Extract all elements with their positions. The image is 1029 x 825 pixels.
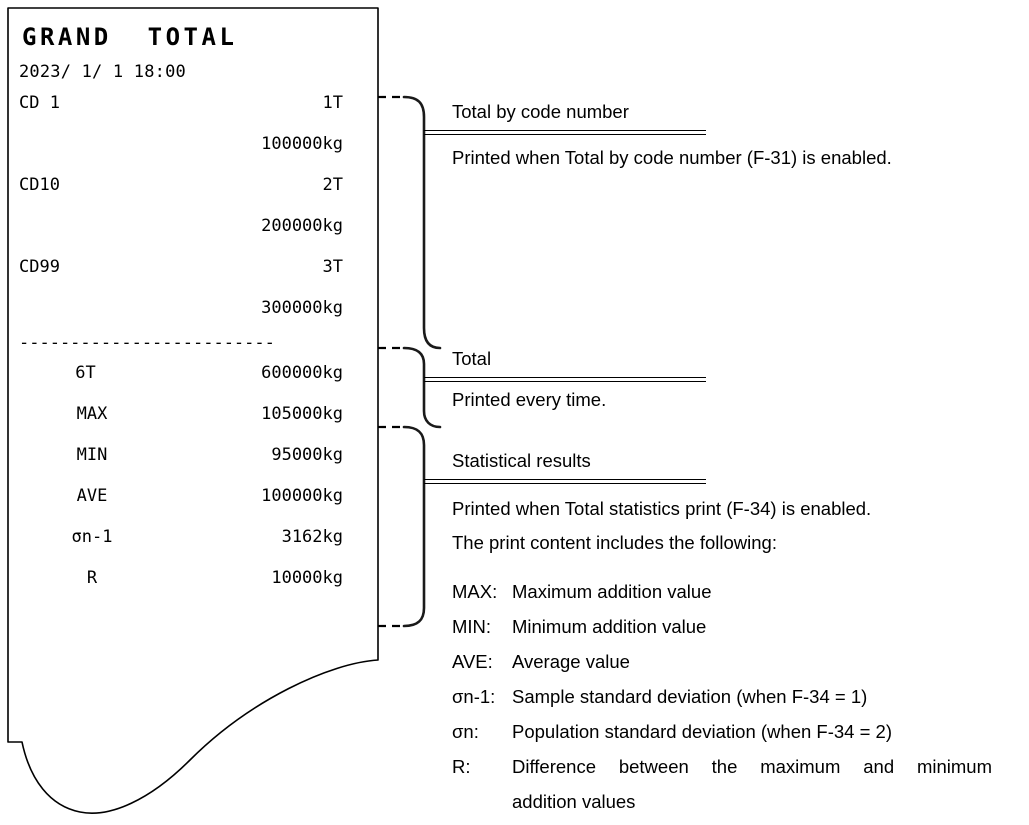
definition-row-sigma-n-1: σn-1: Sample standard deviation (when F-3… — [452, 686, 867, 708]
receipt-content: GRAND TOTAL 2023/ 1/ 1 18:00 CD 1 1T 100… — [8, 8, 378, 599]
definition-row-ave: AVE: Average value — [452, 651, 630, 673]
annotation-rule-statistics — [424, 479, 706, 484]
stat-label: MIN — [76, 445, 108, 465]
definition-description: Difference between the maximum and minim… — [512, 756, 992, 777]
definition-term: MAX: — [452, 581, 498, 602]
annotation-rule-total — [424, 377, 706, 382]
receipt-code-row: CD 1 1T — [8, 83, 378, 124]
receipt-code-row: CD10 2T — [8, 165, 378, 206]
code-count: 1T — [322, 93, 343, 113]
code-label: CD10 — [19, 175, 60, 195]
receipt-stat-row: AVE 100000kg — [8, 476, 378, 517]
receipt-paper-outline — [7, 7, 379, 814]
definition-term: AVE: — [452, 651, 493, 672]
code-weight: 300000kg — [261, 298, 343, 318]
receipt-code-weight-row: 100000kg — [8, 124, 378, 165]
annotation-heading-total: Total — [452, 348, 492, 369]
receipt-stat-row: MIN 95000kg — [8, 435, 378, 476]
receipt-code-weight-row: 200000kg — [8, 206, 378, 247]
definition-continuation-r: addition values — [512, 791, 636, 812]
receipt-code-weight-row: 300000kg — [8, 288, 378, 329]
definition-row-min: MIN: Minimum addition value — [452, 616, 706, 638]
receipt-code-row: CD99 3T — [8, 247, 378, 288]
definition-description: Sample standard deviation (when F-34 = 1… — [512, 686, 868, 707]
definition-description: Average value — [512, 651, 630, 672]
receipt-title: GRAND TOTAL — [22, 23, 238, 51]
stat-value: 10000kg — [271, 568, 343, 588]
stat-label: σn-1 — [71, 527, 113, 547]
definition-description: Maximum addition value — [512, 581, 712, 602]
code-label: CD 1 — [19, 93, 60, 113]
definition-description: Population standard deviation (when F-34… — [512, 721, 892, 742]
receipt-stat-row: σn-1 3162kg — [8, 517, 378, 558]
receipt-total-row: 6T 600000kg — [8, 353, 378, 394]
receipt-figure: GRAND TOTAL 2023/ 1/ 1 18:00 CD 1 1T 100… — [0, 0, 420, 825]
code-count: 3T — [322, 257, 343, 277]
annotation-rule-code-total — [424, 130, 706, 135]
stat-value: 3162kg — [281, 527, 343, 547]
definition-term: MIN: — [452, 616, 492, 637]
stat-value: 105000kg — [261, 404, 343, 424]
code-label: CD99 — [19, 257, 60, 277]
total-weight: 600000kg — [261, 363, 343, 383]
code-weight: 200000kg — [261, 216, 343, 236]
stat-label: MAX — [76, 404, 108, 424]
annotation-heading-code-total: Total by code number — [452, 101, 629, 122]
definition-row-sigma-n: σn: Population standard deviation (when F… — [452, 721, 892, 743]
code-count: 2T — [322, 175, 343, 195]
bracket-statistics — [402, 425, 426, 628]
bracket-code-total — [402, 95, 442, 350]
definition-term: R: — [452, 756, 471, 777]
receipt-stat-row: R 10000kg — [8, 558, 378, 599]
annotation-body-code-total: Printed when Total by code number (F-31)… — [452, 147, 892, 168]
stat-value: 95000kg — [271, 445, 343, 465]
definition-term: σn-1: — [452, 686, 496, 707]
annotation-body-total: Printed every time. — [452, 389, 607, 410]
stat-value: 100000kg — [261, 486, 343, 506]
annotation-heading-statistics: Statistical results — [452, 450, 591, 471]
bracket-total — [402, 346, 442, 429]
total-count: 6T — [75, 363, 96, 383]
stat-label: AVE — [76, 486, 108, 506]
definition-description: Minimum addition value — [512, 616, 707, 637]
annotation-body-statistics-line1: Printed when Total statistics print (F-3… — [452, 498, 872, 519]
receipt-separator-line: ------------------------- — [19, 333, 275, 353]
stat-label: R — [86, 568, 98, 588]
receipt-stat-row: MAX 105000kg — [8, 394, 378, 435]
definition-term: σn: — [452, 721, 479, 742]
definition-row-max: MAX: Maximum addition value — [452, 581, 711, 603]
annotation-body-statistics-line2: The print content includes the following… — [452, 532, 777, 553]
definition-row-r: R: Difference between the maximum and min… — [452, 756, 992, 778]
code-weight: 100000kg — [261, 134, 343, 154]
receipt-datetime: 2023/ 1/ 1 18:00 — [19, 62, 186, 82]
